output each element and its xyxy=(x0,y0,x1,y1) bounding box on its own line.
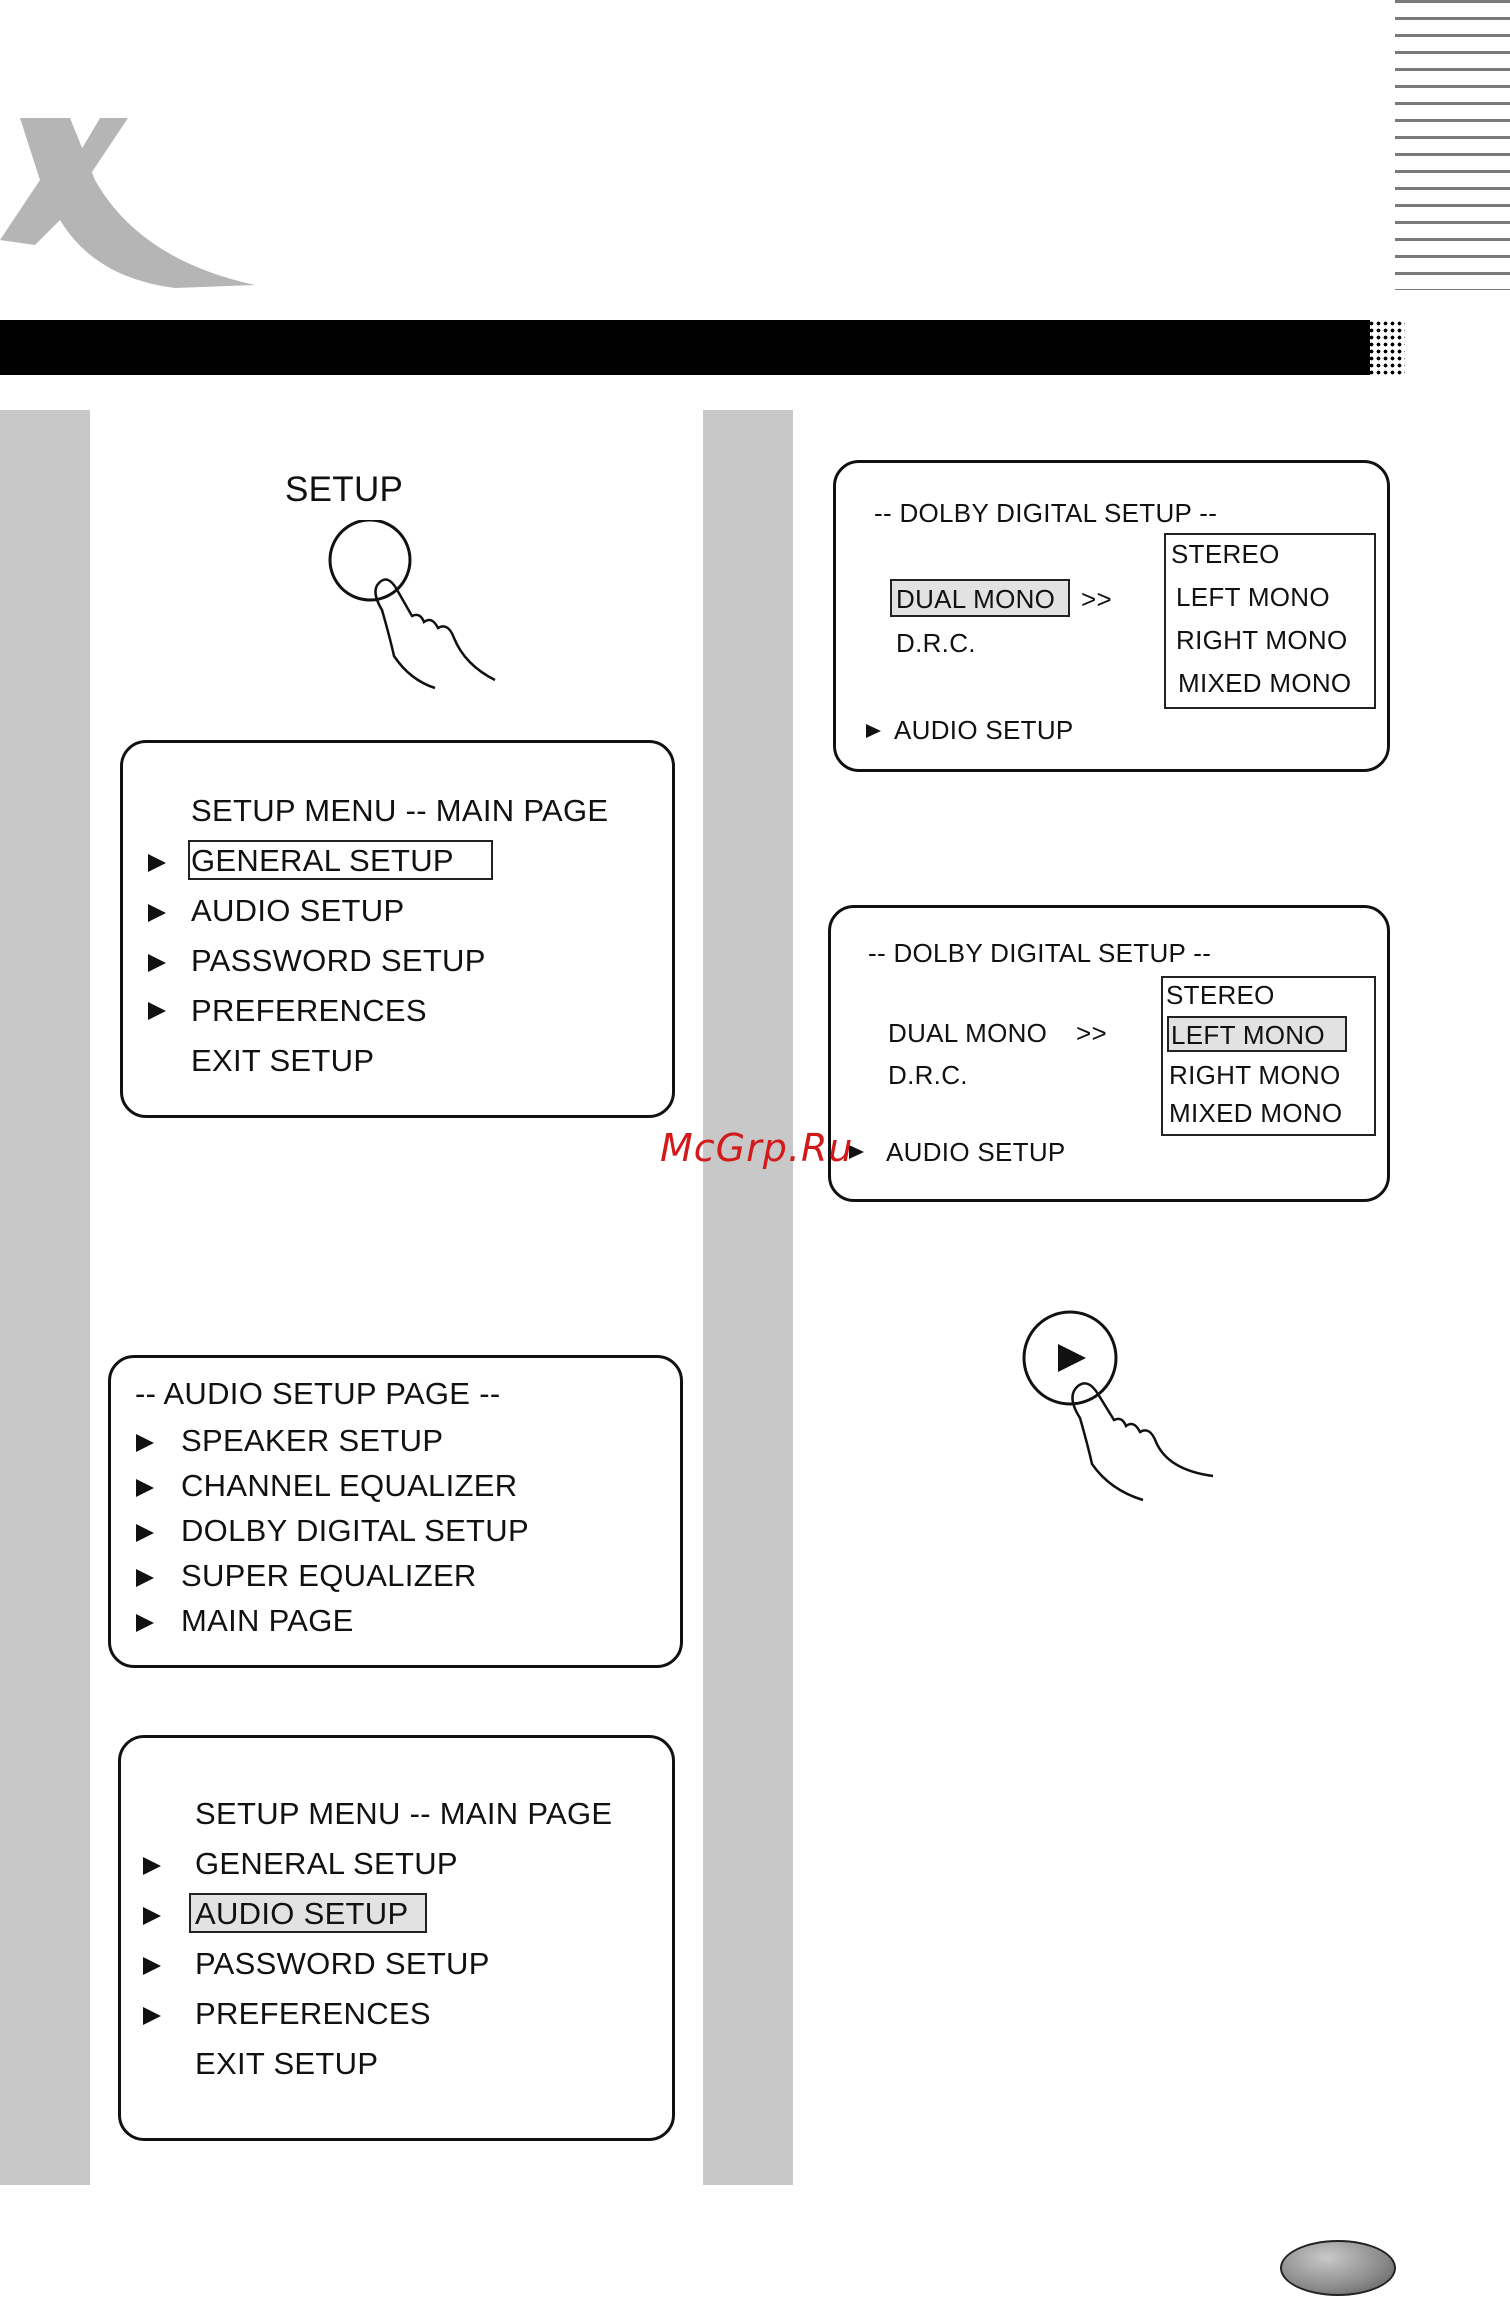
play-button-icon[interactable] xyxy=(1018,1308,1238,1503)
selection-highlight xyxy=(188,840,493,880)
item-arrow-icon xyxy=(148,1002,166,1020)
menu-title: SETUP MENU -- MAIN PAGE xyxy=(191,793,609,828)
option-left-mono[interactable]: LEFT MONO xyxy=(1171,1020,1325,1050)
option-mixed-mono[interactable]: MIXED MONO xyxy=(1178,668,1352,698)
dolby-title: -- DOLBY DIGITAL SETUP -- xyxy=(874,498,1218,528)
option-mixed-mono[interactable]: MIXED MONO xyxy=(1169,1098,1343,1128)
menu-item-password-setup[interactable]: PASSWORD SETUP xyxy=(191,943,486,978)
menu-item-exit-setup[interactable]: EXIT SETUP xyxy=(195,2046,379,2081)
menu-item-general-setup[interactable]: GENERAL SETUP xyxy=(195,1846,458,1881)
dolby-digital-setup-2: -- DOLBY DIGITAL SETUP -- DUAL MONO >> D… xyxy=(828,905,1390,1202)
audio-item-dolby-digital-setup[interactable]: DOLBY DIGITAL SETUP xyxy=(181,1513,529,1548)
dual-mono-options: STEREO LEFT MONO RIGHT MONO MIXED MONO xyxy=(1164,533,1376,709)
header-stripes xyxy=(1395,0,1510,290)
item-arrow-icon xyxy=(136,1524,154,1542)
selection-highlight xyxy=(189,1893,427,1933)
dolby-item-drc[interactable]: D.R.C. xyxy=(896,628,976,658)
dual-mono-options: STEREO LEFT MONO RIGHT MONO MIXED MONO xyxy=(1161,976,1376,1136)
option-right-mono[interactable]: RIGHT MONO xyxy=(1176,625,1348,655)
item-arrow-icon xyxy=(136,1434,154,1452)
hand-press-icon[interactable] xyxy=(320,520,510,690)
menu-item-preferences[interactable]: PREFERENCES xyxy=(195,1996,431,2031)
dolby-item-dual-mono[interactable]: DUAL MONO xyxy=(888,1018,1048,1048)
option-stereo[interactable]: STEREO xyxy=(1166,980,1275,1010)
dolby-item-audio-setup[interactable]: AUDIO SETUP xyxy=(894,715,1074,745)
menu-item-password-setup[interactable]: PASSWORD SETUP xyxy=(195,1946,490,1981)
x-logo-icon xyxy=(0,118,255,288)
audio-setup-page: -- AUDIO SETUP PAGE -- SPEAKER SETUP CHA… xyxy=(108,1355,683,1668)
item-arrow-icon xyxy=(866,724,881,738)
menu-item-exit-setup[interactable]: EXIT SETUP xyxy=(191,1043,375,1078)
menu-title: SETUP MENU -- MAIN PAGE xyxy=(195,1796,613,1831)
item-arrow-icon xyxy=(148,954,166,972)
item-arrow-icon xyxy=(136,1614,154,1632)
audio-item-main-page[interactable]: MAIN PAGE xyxy=(181,1603,354,1638)
dolby-title: -- DOLBY DIGITAL SETUP -- xyxy=(868,938,1212,968)
item-arrow-icon xyxy=(849,1145,864,1159)
dolby-item-drc[interactable]: D.R.C. xyxy=(888,1060,968,1090)
option-stereo[interactable]: STEREO xyxy=(1171,539,1280,569)
left-grey-column xyxy=(0,410,90,2185)
audio-item-super-equalizer[interactable]: SUPER EQUALIZER xyxy=(181,1558,477,1593)
item-arrow-icon xyxy=(148,854,166,872)
item-arrow-icon xyxy=(143,2007,161,2025)
option-right-mono[interactable]: RIGHT MONO xyxy=(1169,1060,1341,1090)
dolby-digital-setup-1: -- DOLBY DIGITAL SETUP -- DUAL MONO >> D… xyxy=(833,460,1390,772)
play-icon xyxy=(1058,1344,1086,1372)
setup-main-menu-2: SETUP MENU -- MAIN PAGE GENERAL SETUP AU… xyxy=(118,1735,675,2141)
menu-item-audio-setup[interactable]: AUDIO SETUP xyxy=(195,1896,409,1931)
option-left-mono[interactable]: LEFT MONO xyxy=(1176,582,1330,612)
item-arrow-icon xyxy=(136,1569,154,1587)
dolby-item-audio-setup[interactable]: AUDIO SETUP xyxy=(886,1137,1066,1167)
menu-item-audio-setup[interactable]: AUDIO SETUP xyxy=(191,893,405,928)
header-band xyxy=(0,320,1370,375)
watermark: McGrp.Ru xyxy=(660,1126,854,1170)
page-number-badge xyxy=(1280,2240,1396,2296)
item-arrow-icon xyxy=(143,1857,161,1875)
selection-highlight xyxy=(890,579,1070,617)
audio-item-speaker-setup[interactable]: SPEAKER SETUP xyxy=(181,1423,444,1458)
audio-page-title: -- AUDIO SETUP PAGE -- xyxy=(135,1376,501,1411)
item-arrow-icon xyxy=(148,904,166,922)
menu-item-general-setup[interactable]: GENERAL SETUP xyxy=(191,843,454,878)
dolby-chevron: >> xyxy=(1076,1018,1107,1048)
dolby-chevron: >> xyxy=(1081,584,1112,614)
item-arrow-icon xyxy=(143,1907,161,1925)
selection-highlight xyxy=(1167,1016,1347,1052)
audio-item-channel-equalizer[interactable]: CHANNEL EQUALIZER xyxy=(181,1468,518,1503)
dolby-item-dual-mono[interactable]: DUAL MONO xyxy=(896,584,1056,614)
item-arrow-icon xyxy=(136,1479,154,1497)
header-band-dots xyxy=(1340,320,1405,375)
menu-item-preferences[interactable]: PREFERENCES xyxy=(191,993,427,1028)
setup-button-label: SETUP xyxy=(285,470,404,509)
middle-grey-column xyxy=(703,410,793,2185)
item-arrow-icon xyxy=(143,1957,161,1975)
setup-main-menu-1: SETUP MENU -- MAIN PAGE GENERAL SETUP AU… xyxy=(120,740,675,1118)
